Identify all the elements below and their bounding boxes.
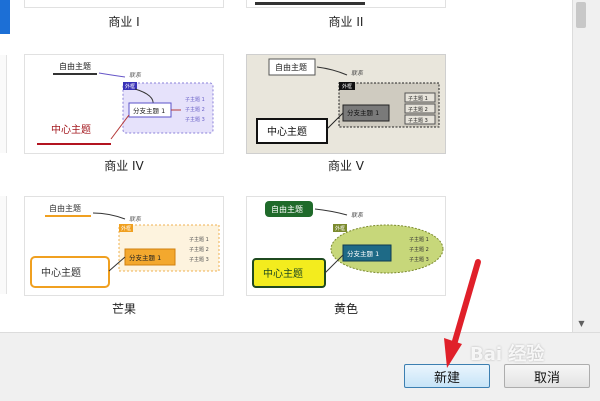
- link-label: 联系: [129, 216, 142, 223]
- scroll-thumb[interactable]: [576, 2, 586, 28]
- sub-topic: 子主题 2: [185, 106, 205, 113]
- frame-tag: 外框: [121, 225, 131, 232]
- sub-topic: 子主题 2: [408, 106, 428, 113]
- frame-tag: 外框: [342, 83, 352, 90]
- central-topic: 中心主题: [41, 266, 81, 279]
- template-label: 商业 I: [108, 15, 140, 29]
- scroll-down-icon[interactable]: ▼: [578, 318, 585, 328]
- template-label: 商业 V: [327, 159, 365, 173]
- link-label: 联系: [129, 72, 142, 79]
- branch-topic: 分支主题 1: [129, 253, 161, 262]
- sub-topic: 子主题 2: [189, 246, 209, 253]
- template-label: 黄色: [333, 302, 358, 316]
- branch-topic: 分支主题 1: [347, 108, 379, 117]
- sub-topic: 子主题 3: [408, 117, 428, 124]
- central-topic: 中心主题: [267, 125, 307, 138]
- sub-topic: 子主题 1: [185, 96, 205, 103]
- free-topic-text: 自由主题: [49, 203, 81, 213]
- template-label: 芒果: [111, 302, 136, 316]
- central-topic: 中心主题: [263, 267, 303, 280]
- dialog-footer: 新建 取消: [0, 332, 600, 401]
- branch-topic: 分支主题 1: [347, 249, 379, 258]
- cancel-button[interactable]: 取消: [504, 364, 590, 388]
- branch-topic: 分支主题 1: [133, 106, 165, 115]
- sub-topic: 子主题 1: [409, 236, 429, 243]
- free-topic-text: 自由主题: [59, 61, 91, 71]
- template-thumb-business-1[interactable]: [24, 0, 224, 8]
- template-label: 商业 II: [328, 15, 364, 29]
- frame-tag: 外框: [335, 225, 345, 232]
- sub-topic: 子主题 3: [185, 116, 205, 123]
- free-topic-text: 自由主题: [271, 204, 303, 214]
- frame-tag: 外框: [125, 83, 135, 90]
- template-list: 商业 I 商业 II 自由主题 联系 外框 分支主题 1 子主题 1 子主题 2…: [0, 0, 573, 332]
- sub-topic: 子主题 3: [189, 256, 209, 263]
- partial-thumbnail[interactable]: [0, 196, 7, 294]
- template-thumb-yellow[interactable]: 自由主题 联系 外框 分支主题 1 子主题 1 子主题 2 子主题 3 中心主题: [246, 196, 446, 296]
- sub-topic: 子主题 2: [409, 246, 429, 253]
- template-thumb-mango[interactable]: 自由主题 联系 外框 分支主题 1 子主题 1 子主题 2 子主题 3 中心主题: [24, 196, 224, 296]
- free-topic-text: 自由主题: [275, 62, 307, 72]
- selected-indicator: [0, 0, 10, 34]
- partial-thumbnail[interactable]: [0, 55, 7, 153]
- template-thumb-business-5[interactable]: 自由主题 联系 外框 分支主题 1 子主题 1 子主题 2 子主题 3 中心主题: [246, 54, 446, 154]
- template-thumb-business-2[interactable]: [246, 0, 446, 8]
- vertical-scrollbar[interactable]: ▲ ▼: [572, 0, 590, 332]
- watermark-text: Bai 经验: [470, 344, 545, 365]
- central-topic: 中心主题: [51, 123, 91, 136]
- link-label: 联系: [351, 70, 364, 77]
- template-thumb-business-4[interactable]: 自由主题 联系 外框 分支主题 1 子主题 1 子主题 2 子主题 3 中心主题: [24, 54, 224, 154]
- sub-topic: 子主题 1: [408, 95, 428, 102]
- link-label: 联系: [351, 212, 364, 219]
- template-label: 商业 IV: [104, 159, 144, 173]
- sub-topic: 子主题 1: [189, 236, 209, 243]
- sub-topic: 子主题 3: [409, 256, 429, 263]
